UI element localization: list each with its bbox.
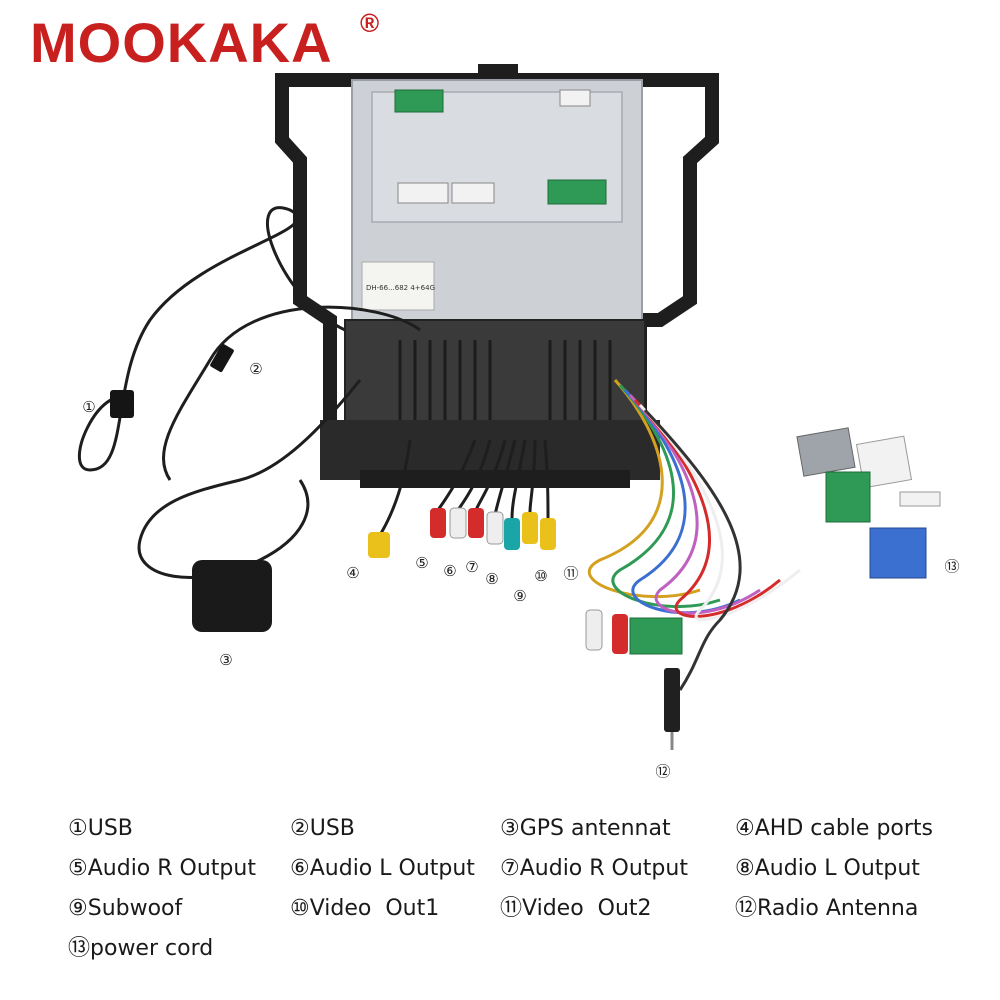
legend-item-9: ⑨Subwoof (68, 896, 183, 921)
rca-plug-ahd (368, 532, 390, 558)
label-sticker (361, 261, 435, 311)
legend-item-12: ⑫Radio Antenna (735, 896, 919, 921)
rca-plug-7 (468, 508, 484, 538)
legend-item-13: ⑬power cord (68, 936, 214, 961)
connector-green-2 (547, 179, 607, 205)
rca-plug-8 (486, 511, 504, 545)
harness-rca-white (585, 609, 603, 651)
legend-item-7: ⑦Audio R Output (500, 856, 688, 881)
callout-4: ④ (346, 564, 360, 582)
callout-2: ② (249, 360, 263, 378)
usb-cable-1 (77, 206, 346, 472)
harness-connector-green-1 (825, 471, 871, 523)
harness-connector-grey (796, 427, 856, 477)
callout-5: ⑤ (415, 554, 429, 572)
cable-legend: ①USB ②USB ③GPS antennat ④AHD cable ports… (68, 815, 968, 963)
callout-9: ⑨ (513, 587, 527, 605)
gps-antenna (192, 560, 272, 632)
callout-6: ⑥ (443, 562, 457, 580)
legend-item-8: ⑧Audio L Output (735, 856, 920, 881)
harness-connector-green-2 (629, 617, 683, 655)
rca-plug-11 (540, 518, 556, 550)
brand-name: MOOKAKA (30, 11, 333, 74)
power-harness-wires (587, 378, 801, 691)
harness-connector-blue (869, 527, 927, 579)
usb-plug-2 (210, 343, 234, 373)
bracket (360, 470, 630, 488)
connector-white-2 (397, 182, 449, 204)
usb-cable-2 (162, 305, 421, 481)
legend-item-4: ④AHD cable ports (735, 816, 934, 841)
callout-12: ⑫ (655, 762, 671, 781)
rca-plug-10 (522, 512, 538, 544)
radio-antenna-plug (664, 668, 680, 732)
rca-plug-6 (449, 507, 467, 539)
top-clip (478, 64, 518, 82)
harness-white-tip (899, 491, 941, 507)
callout-1: ① (82, 398, 96, 416)
rca-cables (378, 439, 550, 536)
legend-item-11: ⑪Video Out2 (500, 896, 652, 921)
rca-plugs (368, 507, 556, 558)
registered-mark-icon: ® (360, 8, 381, 38)
rca-plug-5 (430, 508, 446, 538)
legend-item-5: ⑤Audio R Output (68, 856, 256, 881)
product-photo: DH-66...682 4+64G (77, 64, 941, 750)
callout-8: ⑧ (485, 570, 499, 588)
callout-3: ③ (219, 651, 233, 669)
brand-logo: MOOKAKA ® (30, 8, 379, 75)
connector-green-1 (394, 89, 444, 113)
callout-7: ⑦ (465, 558, 479, 576)
legend-item-10: ⑩Video Out1 (290, 896, 440, 921)
rca-plug-9 (504, 518, 520, 550)
callout-10: ⑩ (534, 567, 548, 585)
callout-13: ⑬ (944, 557, 960, 576)
harness-rca-red (612, 614, 628, 654)
connector-white-1 (559, 89, 591, 107)
usb-plug-1 (110, 390, 134, 418)
callout-11: ⑪ (563, 564, 579, 583)
connector-white-3 (451, 182, 495, 204)
legend-item-2: ②USB (290, 816, 355, 841)
legend-item-3: ③GPS antennat (500, 816, 671, 841)
legend-item-6: ⑥Audio L Output (290, 856, 475, 881)
label-sticker-text: DH-66...682 4+64G (366, 284, 435, 292)
legend-item-1: ①USB (68, 816, 133, 841)
gps-cable (137, 379, 362, 579)
